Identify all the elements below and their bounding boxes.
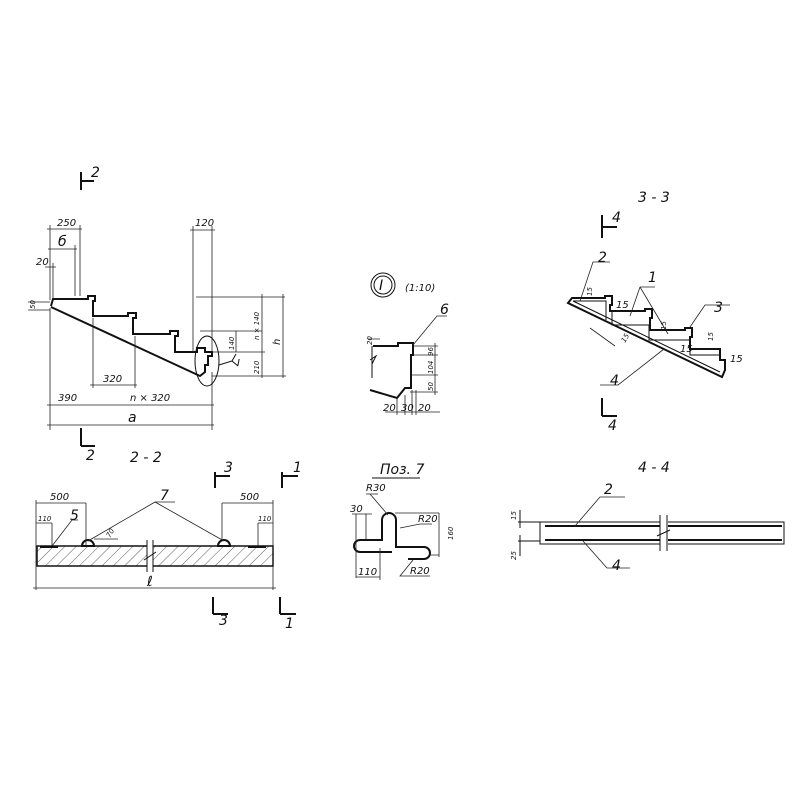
dim-25-4-4: 25 <box>510 551 518 560</box>
section-2-2-title: 2 - 2 <box>130 450 162 466</box>
label-1: 1 <box>648 270 657 286</box>
dim-120: 120 <box>195 218 214 229</box>
dim-15-b: 15 <box>680 344 693 355</box>
dim-15-e: 15 <box>660 321 668 330</box>
dim-70: 70 <box>105 527 117 539</box>
detail-callout-label: I <box>237 358 240 369</box>
pos-7-detail: Поз. 7 R30 R20 R20 30 110 160 <box>350 462 455 580</box>
dim-15-f: 15 <box>707 332 715 341</box>
elevation-dimensions: 250 б 20 50 120 320 390 n × 320 a 140 n … <box>28 218 286 430</box>
dim-15-a: 15 <box>616 300 629 311</box>
mark-3-top: 3 <box>224 460 233 476</box>
dim-r20-b: R20 <box>410 566 430 577</box>
dim-15-d: 15 <box>586 287 594 296</box>
dim-n-x-320: n × 320 <box>130 393 170 404</box>
slab-hatched <box>36 545 274 567</box>
detail-dim-104: 104 <box>427 361 435 374</box>
dim-h: h <box>272 339 283 345</box>
dim-30: 30 <box>350 504 363 515</box>
dim-b: б <box>58 234 67 250</box>
label-2: 2 <box>598 250 607 266</box>
dim-r30: R30 <box>366 483 386 494</box>
stair-elevation-view: 2 250 б 20 50 120 320 390 n × 320 a 140 … <box>28 165 286 464</box>
pos7-title: Поз. 7 <box>380 462 424 478</box>
section-4-4-title: 4 - 4 <box>638 460 670 476</box>
dim-210: 210 <box>253 360 261 374</box>
section-mark-2-top <box>80 172 94 190</box>
detail-scale: (1:10) <box>405 283 435 294</box>
detail-marker: I <box>379 278 383 294</box>
section-3-3-mark-top: 4 <box>612 210 621 226</box>
detail-dim-20-right: 20 <box>418 403 431 414</box>
section-mark-2-top-label: 2 <box>91 165 100 181</box>
section-2-2: 2 - 2 3 1 3 1 500 500 110 110 5 7 70 ℓ <box>33 450 302 632</box>
dim-110-left: 110 <box>38 515 52 523</box>
dim-250: 250 <box>57 218 76 229</box>
mark-1-bottom: 1 <box>285 616 294 632</box>
section-3-3-title: 3 - 3 <box>638 190 670 206</box>
dim-500-left: 500 <box>50 492 69 503</box>
mark-3-bottom: 3 <box>219 613 228 629</box>
detail-dim-30: 30 <box>401 403 414 414</box>
section-3-3: 3 - 3 4 4 2 1 3 4 15 15 15 15 15 15 15 <box>566 190 743 434</box>
dim-15-c: 15 <box>730 354 743 365</box>
dim-140: 140 <box>228 336 236 350</box>
dim-length: ℓ <box>146 574 153 590</box>
detail-dim-20-top: 20 <box>366 336 374 345</box>
dim-320: 320 <box>103 374 122 385</box>
dim-160: 160 <box>447 526 455 540</box>
dim-a: a <box>128 410 137 426</box>
label-4-4-4: 4 <box>612 558 621 574</box>
dim-390: 390 <box>58 393 77 404</box>
detail-callout-ellipse <box>194 335 220 387</box>
detail-dim-96: 96 <box>427 347 435 356</box>
dim-500-right: 500 <box>240 492 259 503</box>
dim-20: 20 <box>36 257 49 268</box>
mark-1-top: 1 <box>293 460 302 476</box>
label-2-4-4: 2 <box>604 482 613 498</box>
dim-110-right: 110 <box>258 515 272 523</box>
detail-dim-50: 50 <box>427 382 435 391</box>
dim-110: 110 <box>358 567 377 578</box>
section-4-4: 4 - 4 2 4 15 25 <box>510 460 785 574</box>
label-7: 7 <box>160 488 169 504</box>
detail-I: I (1:10) 6 20 96 104 50 20 30 20 <box>366 272 449 415</box>
stair-outline <box>50 295 213 378</box>
section-3-3-mark-bottom: 4 <box>608 418 617 434</box>
label-4: 4 <box>610 373 619 389</box>
label-3: 3 <box>714 300 723 316</box>
label-5: 5 <box>70 508 79 524</box>
dim-15-4-4: 15 <box>510 511 518 520</box>
dim-15-g: 15 <box>620 332 632 344</box>
dim-r20-a: R20 <box>418 514 438 525</box>
section-mark-2-bottom <box>80 428 95 447</box>
detail-leader-6: 6 <box>440 302 449 318</box>
dim-50: 50 <box>29 300 37 309</box>
section-mark-2-bottom-label: 2 <box>86 448 95 464</box>
detail-dim-20-left: 20 <box>383 403 396 414</box>
dim-n-x-140: n × 140 <box>253 311 261 340</box>
